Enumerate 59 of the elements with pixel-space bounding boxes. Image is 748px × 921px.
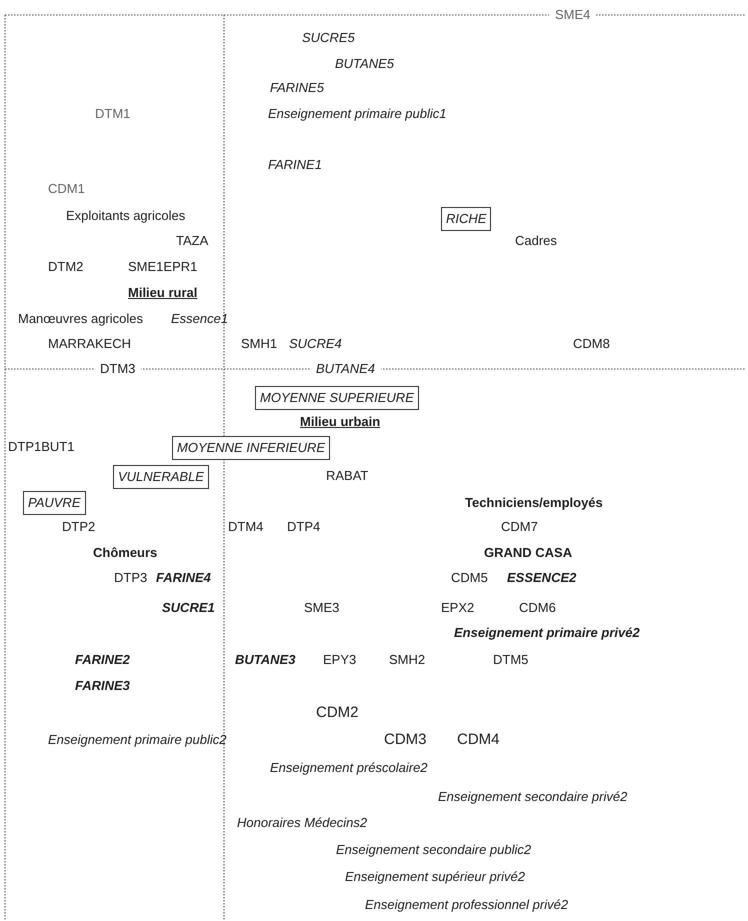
class-box: VULNERABLE	[113, 465, 209, 489]
factor-label: Milieu urbain	[300, 414, 380, 430]
factor-label: DTM4	[228, 519, 264, 535]
factor-label: Essence1	[171, 311, 228, 327]
factor-label: DTM1	[95, 106, 130, 122]
factor-label: SME1EPR1	[128, 259, 198, 275]
factor-label: Milieu rural	[128, 285, 198, 301]
factor-label: CDM3	[384, 732, 427, 748]
factor-label: CDM8	[573, 336, 610, 352]
factor-label: Enseignement préscolaire2	[270, 760, 428, 776]
factor-label: FARINE5	[270, 80, 324, 96]
factor-label: FARINE3	[75, 678, 130, 694]
factor-label: Enseignement professionnel privé2	[365, 897, 568, 913]
factor-label: TAZA	[176, 233, 208, 249]
factor-label: DTM2	[48, 259, 84, 275]
factor-label: EPY3	[323, 652, 356, 668]
factor-label: ESSENCE2	[507, 570, 576, 586]
factor-label: Enseignement primaire privé2	[454, 625, 640, 641]
factor-label: CDM1	[48, 181, 85, 197]
factor-label: MARRAKECH	[48, 336, 132, 352]
factor-label: Cadres	[515, 233, 557, 249]
factor-label: Techniciens/employés	[465, 495, 603, 511]
factor-label: DTP1BUT1	[8, 439, 74, 455]
class-box: PAUVRE	[23, 491, 86, 515]
factor-label: FARINE2	[75, 652, 130, 668]
class-box: MOYENNE INFERIEURE	[172, 436, 330, 460]
factor-label: RABAT	[326, 468, 368, 484]
factor-label: CDM5	[451, 570, 488, 586]
factor-label: Enseignement secondaire privé2	[438, 789, 628, 805]
factor-label: Enseignement secondaire public2	[336, 842, 532, 858]
factor-label: Exploitants agricoles	[66, 208, 186, 224]
factor-label: Enseignement supérieur privé2	[345, 869, 525, 885]
factor-label: CDM6	[519, 600, 556, 616]
factor-label: DTP2	[62, 519, 96, 535]
factor-label: DTP4	[287, 519, 320, 535]
factor-label: Honoraires Médecins2	[237, 815, 368, 831]
factor-label: BUTANE3	[235, 652, 296, 668]
factor-label: SMH2	[389, 652, 426, 668]
factor-label: DTM5	[493, 652, 528, 668]
class-box: RICHE	[441, 207, 492, 231]
factor-label: SMH1	[241, 336, 278, 352]
factor-label: CDM4	[457, 732, 500, 748]
factor-label: Enseignement primaire public2	[48, 732, 226, 748]
factor-label: FARINE1	[268, 157, 322, 173]
factor-label: SME3	[304, 600, 340, 616]
factor-label: SUCRE5	[302, 30, 355, 46]
factor-label: FARINE4	[156, 570, 211, 586]
factor-label: CDM7	[501, 519, 538, 535]
factor-label: DTP3	[114, 570, 148, 586]
class-box: MOYENNE SUPERIEURE	[255, 386, 419, 410]
factor-label: GRAND CASA	[484, 545, 572, 561]
factor-label: Enseignement primaire public1	[268, 106, 446, 122]
factor-label: EPX2	[441, 600, 474, 616]
factor-label: Chômeurs	[93, 545, 158, 561]
factor-label: SUCRE1	[162, 600, 215, 616]
factor-label: Manœuvres agricoles	[18, 311, 143, 327]
factor-label: BUTANE5	[335, 56, 394, 72]
factor-label: SUCRE4	[289, 336, 342, 352]
factor-label: CDM2	[316, 705, 359, 721]
